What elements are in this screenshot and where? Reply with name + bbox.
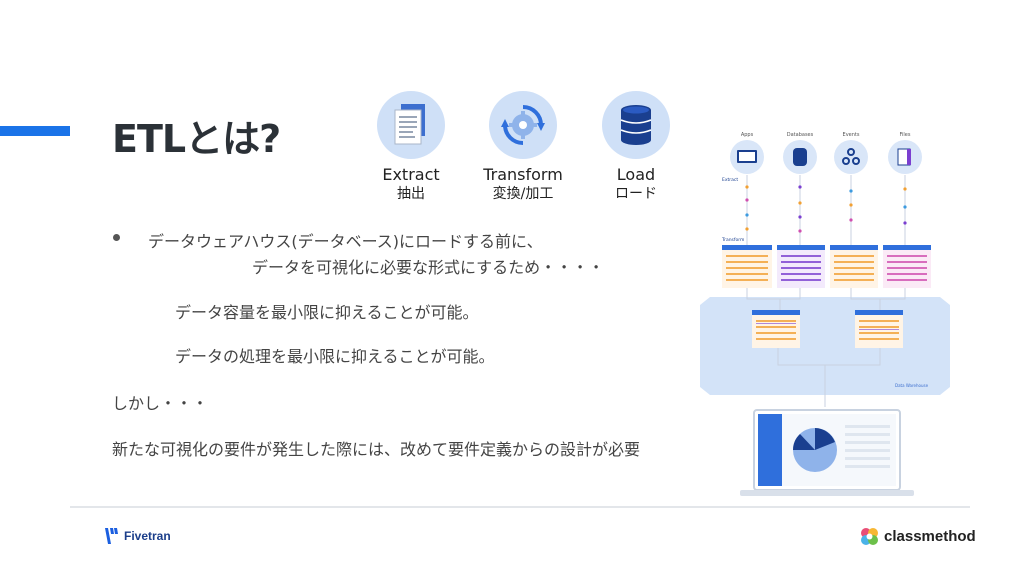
transform-tables bbox=[722, 245, 931, 288]
laptop-dashboard-icon bbox=[740, 409, 914, 496]
warehouse-label: Data Warehouse bbox=[895, 383, 929, 388]
body-line: データの処理を最小限に抑えることが可能。 bbox=[175, 347, 495, 366]
source-label: Apps bbox=[741, 132, 754, 138]
fivetran-text: Fivetran bbox=[124, 529, 171, 543]
step-load: Load ロード bbox=[581, 91, 691, 203]
step-sublabel: 変換/加工 bbox=[492, 186, 554, 202]
source-apps-icon bbox=[730, 140, 764, 174]
etl-diagram: Apps Databases Events Files Extract Tran… bbox=[700, 125, 950, 500]
step-transform: Transform 変換/加工 bbox=[468, 91, 578, 203]
step-label: Transform bbox=[483, 165, 563, 184]
data-dots bbox=[745, 185, 907, 233]
document-icon bbox=[377, 91, 445, 159]
body-line: データウェアハウス(データベース)にロードする前に、 bbox=[148, 232, 543, 251]
classmethod-text: classmethod bbox=[884, 527, 976, 545]
step-label: Extract bbox=[382, 165, 440, 184]
step-sublabel: 抽出 bbox=[397, 186, 425, 202]
source-label: Databases bbox=[787, 132, 814, 138]
fivetran-icon bbox=[105, 528, 118, 544]
database-icon bbox=[602, 91, 670, 159]
accent-bar bbox=[0, 126, 70, 136]
body-line: しかし・・・ bbox=[112, 394, 209, 413]
body-line: データ容量を最小限に抑えることが可能。 bbox=[175, 303, 479, 322]
footer-divider bbox=[70, 506, 970, 508]
source-events-icon bbox=[834, 140, 868, 174]
source-databases-icon bbox=[783, 140, 817, 174]
slide-title: ETLとは? bbox=[112, 117, 281, 161]
body-line: 新たな可視化の要件が発生した際には、改めて要件定義からの設計が必要 bbox=[112, 440, 641, 459]
bullet-dot bbox=[113, 234, 120, 241]
warehouse-tables bbox=[752, 310, 903, 348]
step-sublabel: ロード bbox=[615, 186, 657, 202]
gear-refresh-icon bbox=[489, 91, 557, 159]
fivetran-logo: Fivetran bbox=[104, 528, 171, 544]
step-label: Load bbox=[616, 165, 656, 184]
classmethod-logo: classmethod bbox=[858, 525, 976, 547]
source-label: Events bbox=[843, 132, 860, 138]
classmethod-icon bbox=[861, 528, 878, 545]
source-files-icon bbox=[888, 140, 922, 174]
source-label: Files bbox=[900, 132, 911, 138]
body-line: データを可視化に必要な形式にするため・・・・ bbox=[252, 258, 605, 277]
stage-label: Extract bbox=[722, 177, 738, 183]
stage-label: Transform bbox=[721, 237, 744, 243]
step-extract: Extract 抽出 bbox=[356, 91, 466, 203]
